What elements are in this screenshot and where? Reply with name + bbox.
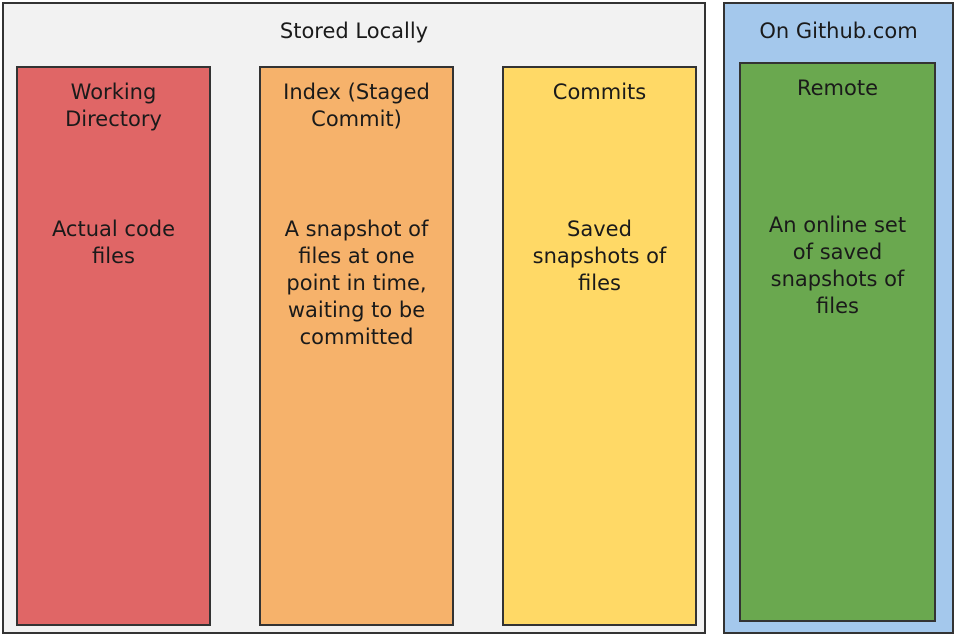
commits-title: Commits: [552, 80, 647, 104]
on-github-title: On Github.com: [759, 19, 918, 43]
stored-locally-title: Stored Locally: [279, 19, 429, 43]
remote-title: Remote: [796, 76, 879, 100]
